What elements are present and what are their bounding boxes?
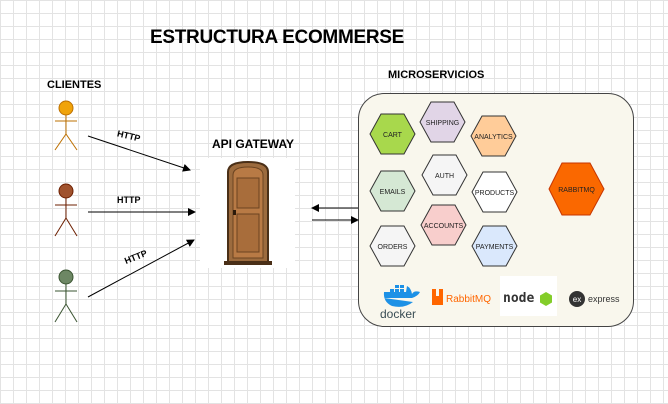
rabbitmq-logo: RabbitMQ: [432, 289, 491, 305]
express-logo-text: express: [588, 294, 620, 304]
service-products-label: PRODUCTS: [475, 190, 515, 197]
service-accounts-label: ACCOUNTS: [424, 223, 464, 230]
microservices-label: MICROSERVICIOS: [388, 69, 485, 81]
diagram-title: ESTRUCTURA ECOMMERSE: [150, 27, 405, 48]
http-label-middle: HTTP: [117, 195, 141, 205]
service-cart-label: CART: [383, 132, 403, 139]
service-analytics: ANALYTICS: [470, 115, 517, 157]
docker-logo-text: docker: [380, 307, 416, 321]
docker-logo: docker: [380, 285, 420, 321]
express-logo: ex express: [569, 291, 620, 307]
service-shipping-label: SHIPPING: [426, 120, 459, 127]
service-products: PRODUCTS: [471, 171, 518, 213]
service-analytics-label: ANALYTICS: [474, 134, 513, 141]
service-emails-label: EMAILS: [380, 189, 406, 196]
node-logo-text: node: [503, 291, 534, 306]
client-figure-2: [54, 183, 78, 237]
http-arrow-top: [87, 135, 191, 172]
service-orders: ORDERS: [369, 225, 416, 267]
service-rabbitmq-label: RABBITMQ: [558, 187, 595, 194]
clients-label: CLIENTES: [47, 79, 102, 91]
express-logo-mark: ex: [573, 295, 581, 304]
api-gateway-label: API GATEWAY: [212, 137, 295, 151]
http-arrow-bottom: [87, 239, 195, 298]
service-payments: PAYMENTS: [471, 225, 518, 267]
client-figure-3: [54, 269, 78, 323]
rabbitmq-logo-text: RabbitMQ: [446, 294, 491, 305]
service-accounts: ACCOUNTS: [420, 204, 467, 246]
service-auth: AUTH: [421, 154, 468, 196]
door-icon: [224, 160, 272, 265]
service-auth-label: AUTH: [435, 173, 454, 180]
service-rabbitmq: RABBITMQ: [548, 162, 605, 216]
client-figure-1: [54, 100, 78, 151]
service-payments-label: PAYMENTS: [476, 244, 514, 251]
service-orders-label: ORDERS: [378, 244, 408, 251]
service-emails: EMAILS: [369, 170, 416, 212]
service-cart: CART: [369, 113, 416, 155]
node-logo: node: [500, 276, 557, 316]
service-shipping: SHIPPING: [419, 101, 466, 143]
